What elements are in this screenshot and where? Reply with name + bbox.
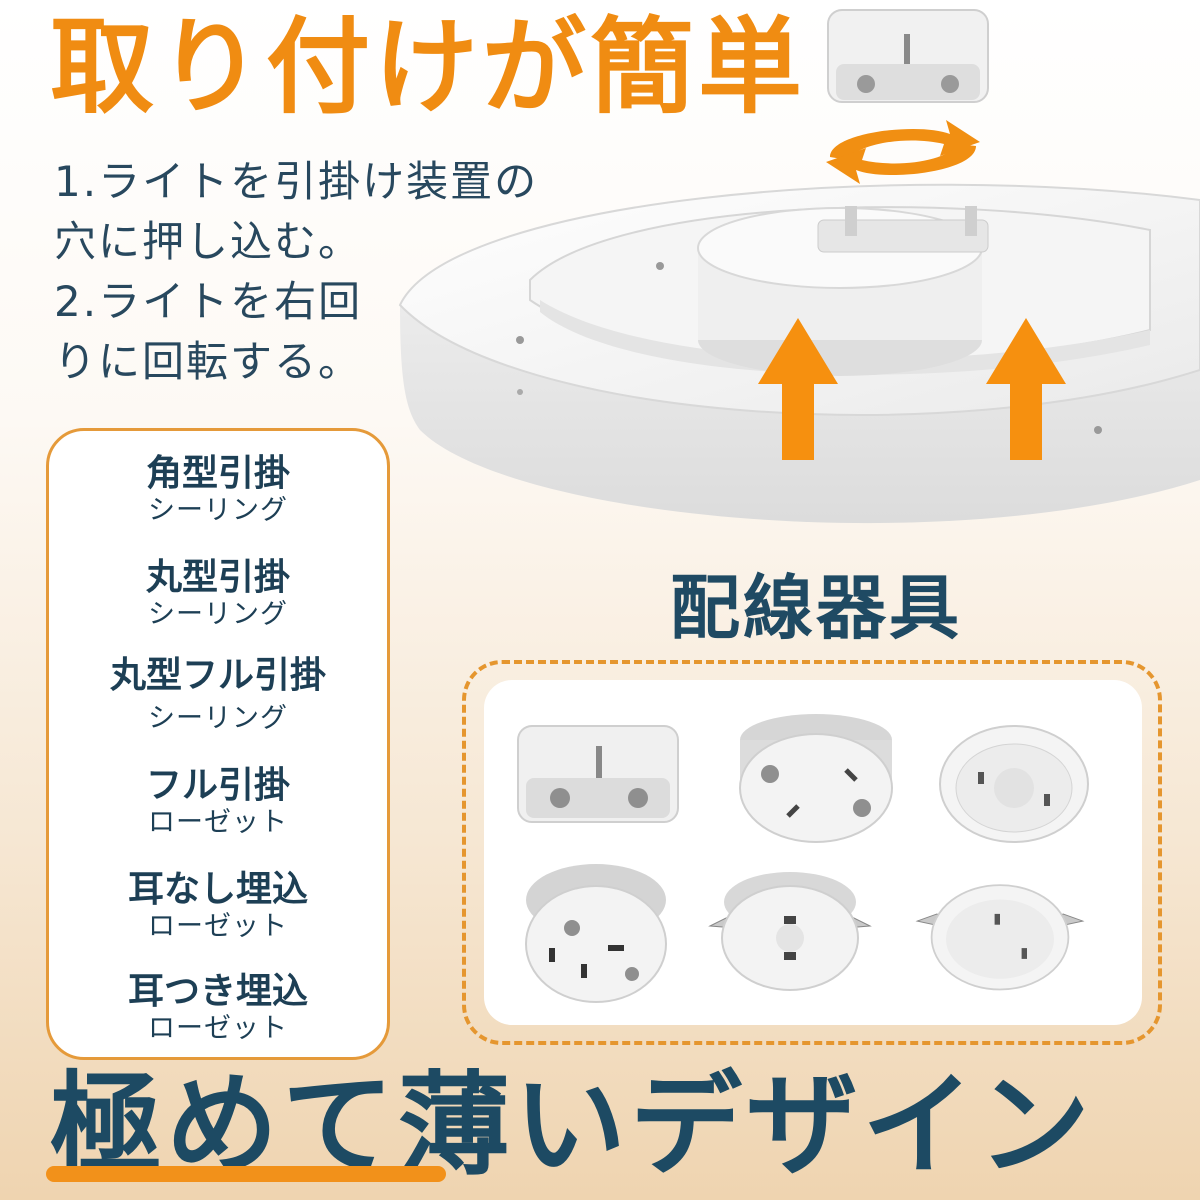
step-line: 穴に押し込む。 bbox=[54, 217, 363, 266]
ceiling-type-name: 丸型フル引掛 bbox=[109, 655, 326, 696]
ceiling-type-kind: ローゼット bbox=[148, 807, 288, 838]
eared-recessed-rosette-image bbox=[915, 884, 1085, 991]
ceiling-type-name: 丸型引掛 bbox=[145, 557, 290, 598]
wiring-title: 配線器具 bbox=[670, 567, 962, 649]
ceiling-type-name: 角型引掛 bbox=[145, 453, 290, 494]
earless-recessed-rosette-image bbox=[708, 872, 872, 991]
ceiling-type-kind: シーリング bbox=[148, 495, 288, 526]
list-item: 角型引掛 シーリング bbox=[49, 453, 387, 527]
up-arrow-icon bbox=[986, 318, 1066, 460]
install-steps: 1.ライトを引掛け装置の 穴に押し込む。 2.ライトを右回 りに回転する。 bbox=[54, 152, 574, 392]
ceiling-type-list: 角型引掛 シーリング 丸型引掛 シーリング 丸型フル引掛 シーリング フル引掛 … bbox=[46, 428, 390, 1060]
list-item: 丸型引掛 シーリング bbox=[49, 557, 387, 631]
ceiling-type-name: 耳つき埋込 bbox=[127, 971, 308, 1012]
round-hook-ceiling-image bbox=[739, 714, 893, 843]
ceiling-type-kind: ローゼット bbox=[148, 911, 288, 942]
ceiling-type-kind: シーリング bbox=[148, 703, 288, 734]
list-item: 丸型フル引掛 シーリング bbox=[49, 655, 387, 735]
ceiling-light-image bbox=[398, 9, 1200, 524]
page-title: 取り付けが簡単 bbox=[50, 6, 807, 128]
list-item: 耳つき埋込 ローゼット bbox=[49, 971, 387, 1045]
up-arrow-icon bbox=[758, 318, 838, 460]
list-item: 耳なし埋込 ローゼット bbox=[49, 869, 387, 943]
round-full-hook-ceiling-image bbox=[939, 725, 1089, 843]
rotate-arrows-icon bbox=[826, 120, 980, 184]
step-line: 2.ライトを右回 bbox=[54, 277, 363, 326]
ceiling-type-name: 耳なし埋込 bbox=[127, 869, 308, 910]
step-line: 1.ライトを引掛け装置の bbox=[54, 157, 539, 206]
step-line: りに回転する。 bbox=[54, 337, 363, 386]
ceiling-type-kind: ローゼット bbox=[148, 1013, 288, 1044]
title-underline bbox=[46, 1166, 446, 1182]
ceiling-type-kind: シーリング bbox=[148, 599, 288, 630]
list-item: フル引掛 ローゼット bbox=[49, 765, 387, 839]
wiring-devices-frame bbox=[462, 660, 1162, 1045]
full-hook-rosette-image bbox=[525, 864, 667, 1003]
ceiling-type-name: フル引掛 bbox=[145, 765, 290, 806]
square-hook-ceiling-image bbox=[517, 725, 679, 823]
